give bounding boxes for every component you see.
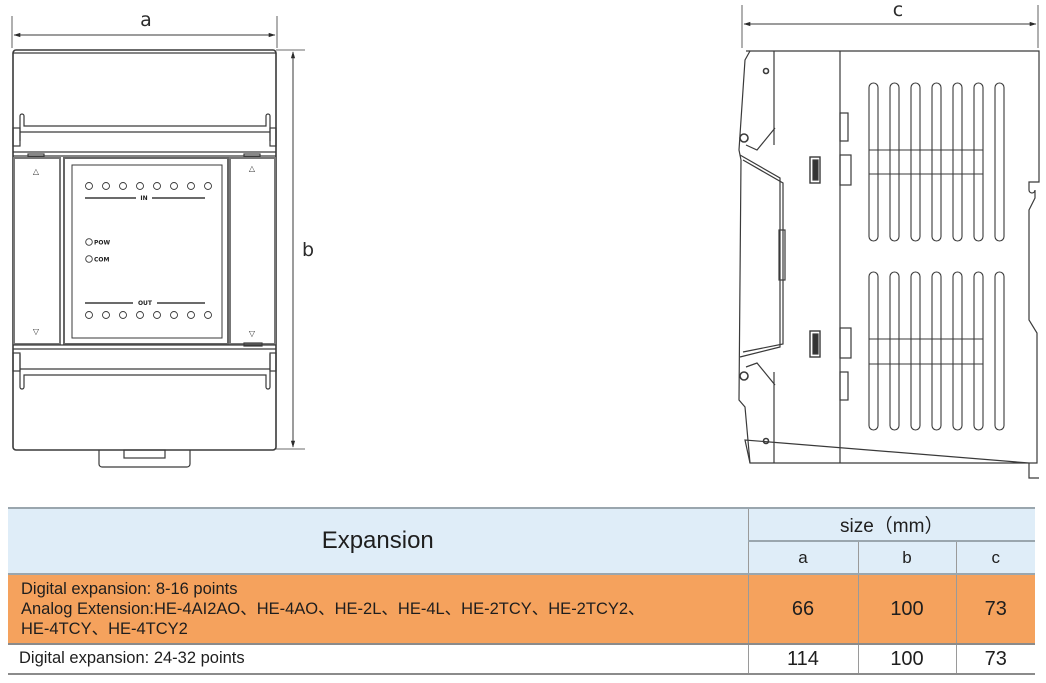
up-triangle-icon: △ xyxy=(33,167,40,176)
com-label: COM xyxy=(94,257,110,264)
status-leds: POW COM xyxy=(85,238,110,264)
down-triangle-icon: ▽ xyxy=(249,329,256,338)
table-row: Digital expansion: 8-16 points Analog Ex… xyxy=(8,573,1035,645)
description-line: HE-4TCY、HE-4TCY2 xyxy=(21,620,188,638)
expansion-header: Expansion xyxy=(8,507,749,575)
size-table: Expansion size（mm） a b c Digital expansi… xyxy=(8,507,1035,675)
cell-c: 73 xyxy=(955,573,1035,645)
dimension-b: b xyxy=(276,49,314,450)
description-line: Analog Extension:HE-4AI2AO、HE-4AO、HE-2L、… xyxy=(21,600,645,618)
cell-c: 73 xyxy=(955,643,1035,675)
output-led-row: OUT xyxy=(85,300,212,319)
vent-slots-top xyxy=(868,82,1005,242)
table-header-row: Expansion size（mm） xyxy=(8,507,1035,575)
column-header-a: a xyxy=(748,540,859,575)
cell-a: 66 xyxy=(747,573,859,645)
row-description: Digital expansion: 8-16 points Analog Ex… xyxy=(8,573,749,645)
input-label: IN xyxy=(140,195,147,202)
dimension-label-a: a xyxy=(140,9,152,31)
up-triangle-icon: △ xyxy=(249,164,256,173)
down-triangle-icon: ▽ xyxy=(33,327,40,336)
dimension-c: c xyxy=(741,0,1039,48)
input-led-row: IN xyxy=(85,182,212,202)
side-view: c xyxy=(738,0,1040,479)
dimension-label-b: b xyxy=(302,239,314,261)
description-line: Digital expansion: 24-32 points xyxy=(19,649,245,667)
column-header-c: c xyxy=(955,540,1035,575)
table-row: Digital expansion: 24-32 points 114 100 … xyxy=(8,643,1035,675)
description-line: Digital expansion: 8-16 points xyxy=(21,580,238,598)
row-description: Digital expansion: 24-32 points xyxy=(8,643,749,675)
output-label: OUT xyxy=(138,300,153,307)
dimension-drawings: a b △ ▽ △ ▽ xyxy=(11,0,1040,479)
cell-a: 114 xyxy=(747,643,859,675)
dimension-label-c: c xyxy=(893,0,903,21)
column-header-b: b xyxy=(857,540,957,575)
pow-label: POW xyxy=(94,240,110,247)
front-view: a b △ ▽ △ ▽ xyxy=(11,9,314,468)
cell-b: 100 xyxy=(857,573,957,645)
vent-slots-bottom xyxy=(868,271,1005,431)
cell-b: 100 xyxy=(857,643,957,675)
size-header: size（mm） xyxy=(747,507,1035,542)
dimension-a: a xyxy=(11,9,278,48)
